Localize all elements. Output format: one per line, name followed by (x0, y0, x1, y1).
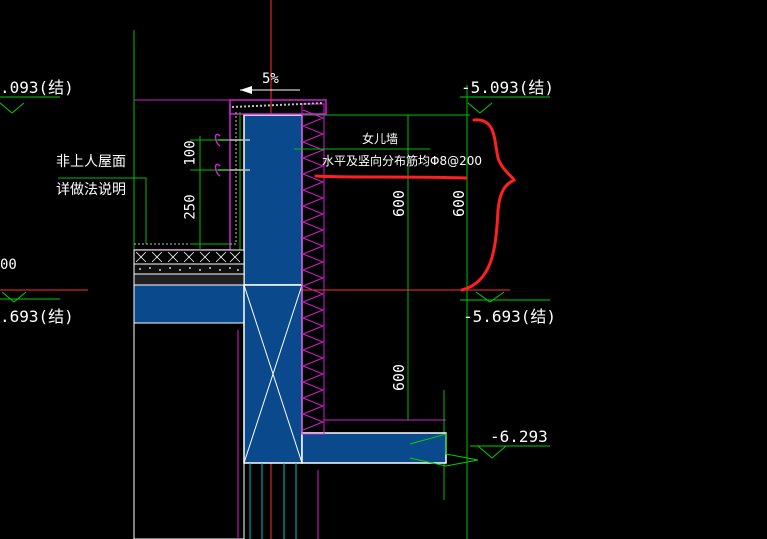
waterproof-layer-2 (134, 112, 237, 245)
roof-layer-2-dots (139, 267, 239, 271)
level-label-left-top: .093(结) (0, 78, 74, 97)
lower-slab (301, 432, 447, 464)
parapet-title: 女儿墙 (362, 132, 399, 146)
roof-note-line2: 详做法说明 (56, 182, 126, 198)
red-brace-markup (460, 118, 517, 292)
beam-cross-b (243, 284, 303, 464)
slope-arrow-head (240, 86, 252, 94)
dim-600-c: 600 (390, 363, 409, 392)
slope-label: 5% (262, 71, 279, 87)
level-mark-right-mid (460, 291, 550, 303)
level-label-right-mid: -5.693(结) (463, 307, 557, 326)
red-underline-markup (314, 174, 468, 180)
level-mark-right-top (460, 96, 550, 114)
level-label-right-top: -5.093(结) (461, 78, 555, 97)
dim-600-b: 600 (450, 189, 469, 218)
dim-600-a: 600 (390, 189, 409, 218)
roof-slab (133, 284, 245, 324)
insulation-hatch (301, 109, 325, 431)
roof-layer-1-hatch (135, 251, 241, 263)
waterproof-upturn (134, 104, 231, 251)
level-mark-left-top (0, 96, 60, 114)
roof-note-line1: 非上人屋面 (56, 154, 126, 170)
dim-100: 100 (182, 140, 199, 166)
room-below-outline (133, 322, 245, 539)
level-label-left-fragment: 00 (0, 257, 17, 273)
roof-layer-3 (133, 273, 245, 286)
level-label-right-bottom: -6.293 (490, 427, 548, 446)
roof-note-leader (58, 177, 147, 244)
dim-250: 250 (182, 194, 199, 220)
level-label-left-bottom: .693(结) (0, 307, 74, 326)
roof-layer-2 (133, 263, 245, 275)
parapet-wall (243, 114, 303, 286)
parapet-rebar-note: 水平及竖向分布筋均Φ8@200 (322, 154, 482, 168)
slab-end-arrow (409, 433, 479, 467)
level-mark-left-bottom (0, 291, 60, 303)
level-mark-right-bottom (470, 445, 550, 459)
coping-texture (231, 102, 325, 108)
